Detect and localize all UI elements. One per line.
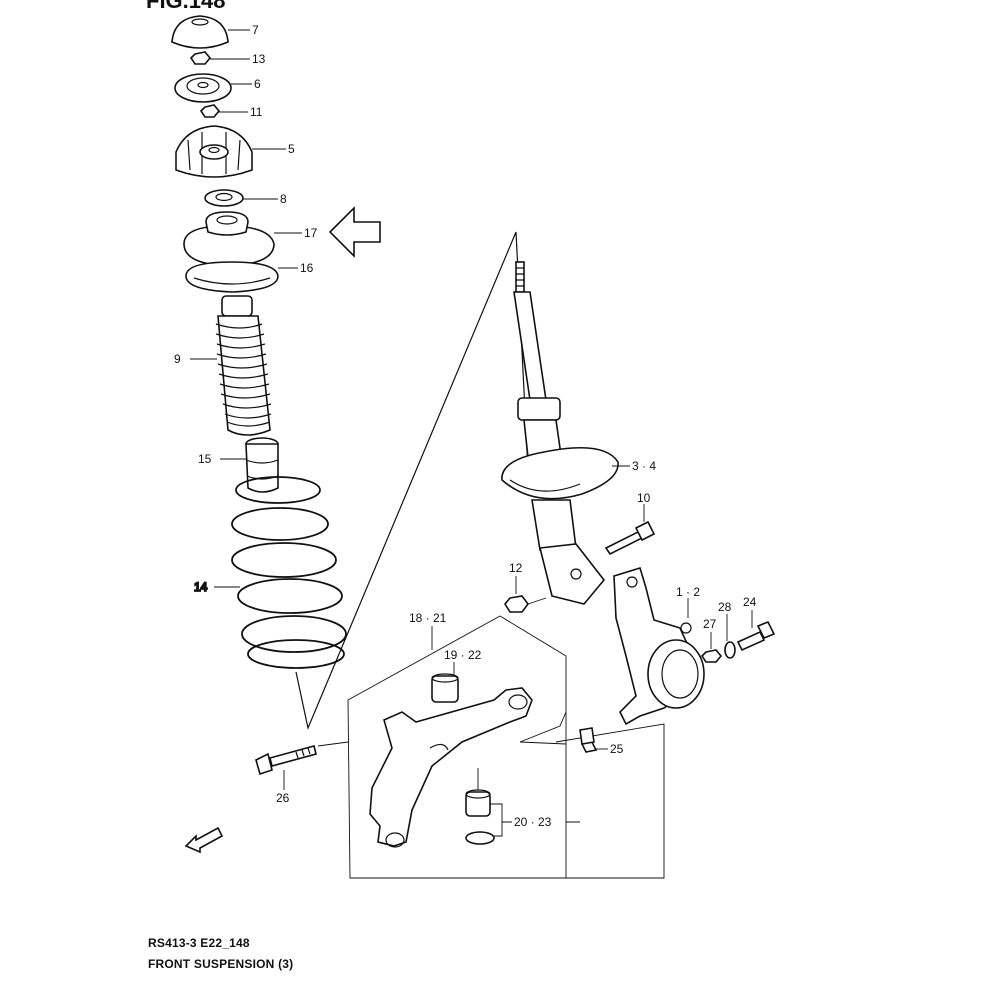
part-12-nut: 12 — [504, 561, 547, 613]
callout-12: 12 — [509, 561, 523, 575]
callout-24: 24 — [743, 595, 757, 609]
callout-19-22: 19 · 22 — [444, 648, 482, 662]
callout-3-4: 3 · 4 — [632, 459, 656, 473]
part-1-2-steering-knuckle: 1 · 2 — [613, 566, 705, 726]
part-16-spring-seat-rubber: 16 — [185, 261, 314, 293]
callout-18-21: 18 · 21 — [409, 611, 447, 625]
part-15-bump-stop: 15 — [198, 437, 279, 493]
fwd-arrow-icon — [184, 826, 224, 854]
part-8-washer: 8 — [204, 189, 287, 207]
guide-lines — [317, 711, 580, 823]
part-5-strut-mount: 5 — [175, 125, 295, 178]
callout-13: 13 — [252, 52, 266, 66]
part-9-dust-boot: 9 — [174, 295, 272, 436]
lower-arm-group-frame — [347, 615, 567, 879]
callout-27: 27 — [703, 617, 717, 631]
callout-7: 7 — [252, 23, 259, 37]
part-13-nut: 13 — [189, 51, 266, 66]
part-11-nut: 11 — [199, 104, 263, 119]
part-27-nut: 27 — [700, 617, 723, 663]
part-26-bolt: 26 — [255, 745, 317, 805]
part-7-strut-cap: 7 — [171, 15, 259, 49]
callout-1-2: 1 · 2 — [676, 585, 700, 599]
figure-number: FIG.148 — [146, 0, 225, 13]
assembly-guide-line — [295, 231, 529, 730]
callout-20-23: 20 · 23 — [514, 815, 552, 829]
callout-25: 25 — [610, 742, 624, 756]
part-28-washer: 28 — [718, 600, 736, 659]
part-18-21-lower-control-arm — [369, 687, 533, 848]
callout-14: 14 — [194, 580, 208, 594]
part-6-washer-plate: 6 — [174, 73, 261, 103]
part-17-upper-spring-seat: 17 — [183, 211, 318, 267]
callout-11: 11 — [250, 105, 263, 119]
part-14-coil-spring: 14 — [193, 476, 347, 669]
part-24-bolt: 24 — [736, 595, 776, 652]
callout-10: 10 — [637, 491, 651, 505]
callout-16: 16 — [300, 261, 314, 275]
callout-28: 28 — [718, 600, 732, 614]
diagram-code: RS413-3 E22_148 — [148, 936, 250, 950]
knuckle-group-frame — [555, 723, 665, 879]
part-3-4-strut-assembly: 3 · 4 — [501, 261, 656, 605]
callout-15: 15 — [198, 452, 212, 466]
part-10-bolt: 10 — [604, 491, 656, 556]
callout-9: 9 — [174, 352, 181, 366]
callout-26: 26 — [276, 791, 290, 805]
part-25-bolt: 25 — [579, 727, 624, 756]
outline-left-arrow-icon — [328, 206, 381, 258]
callout-5: 5 — [288, 142, 295, 156]
part-20-23-bushing: 20 · 23 — [465, 789, 552, 845]
part-19-22-bushing: 19 · 22 — [431, 648, 482, 703]
callout-17: 17 — [304, 226, 318, 240]
callout-8: 8 — [280, 192, 287, 206]
diagram-title: FRONT SUSPENSION (3) — [148, 957, 294, 971]
callout-6: 6 — [254, 77, 261, 91]
